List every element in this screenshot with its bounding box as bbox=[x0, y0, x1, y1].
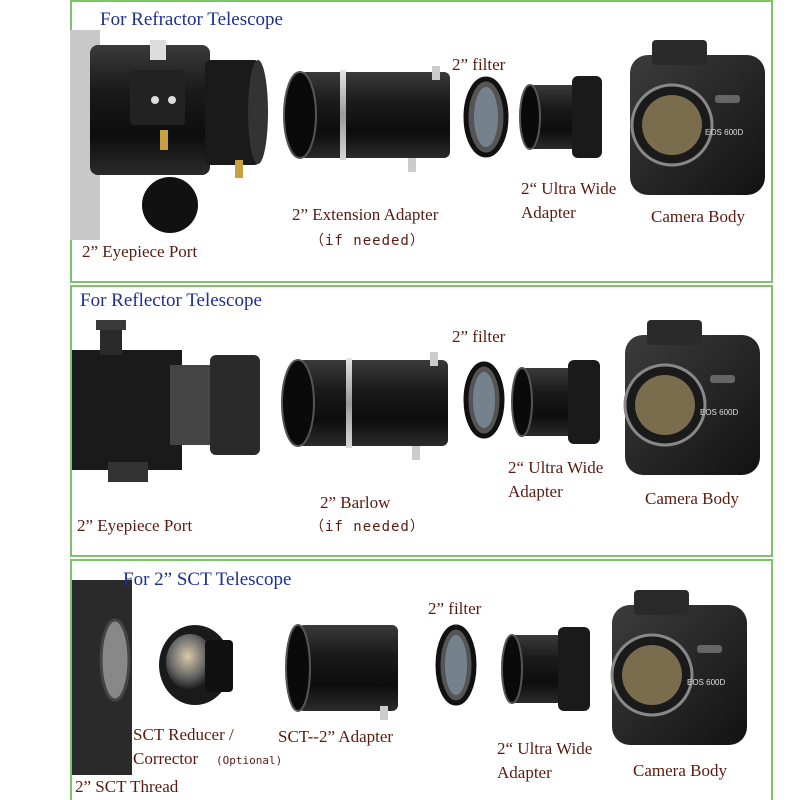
filter-ring-icon bbox=[435, 624, 477, 706]
sct-reducer-icon bbox=[159, 625, 233, 705]
sct-thread-icon bbox=[72, 580, 132, 775]
sct-2-inch-adapter-icon bbox=[285, 624, 398, 720]
adapter-label: Adapter bbox=[521, 203, 576, 222]
refractor-focuser-icon bbox=[70, 30, 268, 240]
ultra-wide-adapter-icon bbox=[519, 76, 602, 158]
camera-model-text: EOS 600D bbox=[705, 128, 743, 137]
barlow-note: （if needed） bbox=[310, 519, 425, 535]
adapter-label: Adapter bbox=[497, 763, 552, 782]
camera-body-label: Camera Body bbox=[651, 207, 745, 226]
reflector-focuser-icon bbox=[72, 320, 260, 482]
camera-body-icon bbox=[630, 40, 765, 195]
camera-model-text: EOS 600D bbox=[687, 678, 725, 687]
camera-body-label: Camera Body bbox=[633, 761, 727, 780]
camera-body-icon bbox=[623, 320, 760, 475]
corrector-label: Corrector bbox=[133, 749, 199, 768]
reducer-label: SCT Reducer / bbox=[133, 725, 234, 744]
extension-note: （if needed） bbox=[310, 233, 425, 249]
barlow-tube-icon bbox=[281, 352, 448, 460]
extension-adapter-label: 2” Extension Adapter bbox=[292, 205, 439, 224]
adapter-label: Adapter bbox=[508, 482, 563, 501]
camera-body-icon bbox=[610, 590, 747, 745]
ultra-wide-label: 2“ Ultra Wide bbox=[508, 458, 604, 477]
panel-title: For Reflector Telescope bbox=[80, 290, 262, 311]
eyepiece-port-label: 2” Eyepiece Port bbox=[82, 242, 198, 261]
sct-thread-label: 2” SCT Thread bbox=[75, 777, 179, 796]
filter-label: 2” filter bbox=[452, 327, 506, 346]
extension-tube-icon bbox=[283, 66, 450, 172]
ultra-wide-label: 2“ Ultra Wide bbox=[521, 179, 617, 198]
panel-title: For 2” SCT Telescope bbox=[123, 569, 292, 590]
barlow-label: 2” Barlow bbox=[320, 493, 391, 512]
sct-adapter-label: SCT--2” Adapter bbox=[278, 727, 394, 746]
reducer-note: (Optional) bbox=[216, 754, 283, 767]
filter-ring-icon bbox=[463, 76, 509, 158]
ultra-wide-label: 2“ Ultra Wide bbox=[497, 739, 593, 758]
reflector-panel bbox=[70, 285, 773, 557]
camera-model-text: EOS 600D bbox=[700, 408, 738, 417]
ultra-wide-adapter-icon bbox=[501, 627, 590, 711]
sct-panel bbox=[70, 559, 773, 800]
filter-label: 2” filter bbox=[452, 55, 506, 74]
ultra-wide-adapter-icon bbox=[511, 360, 600, 444]
filter-ring-icon bbox=[463, 361, 505, 439]
filter-label: 2” filter bbox=[428, 599, 482, 618]
eyepiece-port-label: 2” Eyepiece Port bbox=[77, 516, 193, 535]
panel-title: For Refractor Telescope bbox=[100, 9, 283, 30]
camera-body-label: Camera Body bbox=[645, 489, 739, 508]
